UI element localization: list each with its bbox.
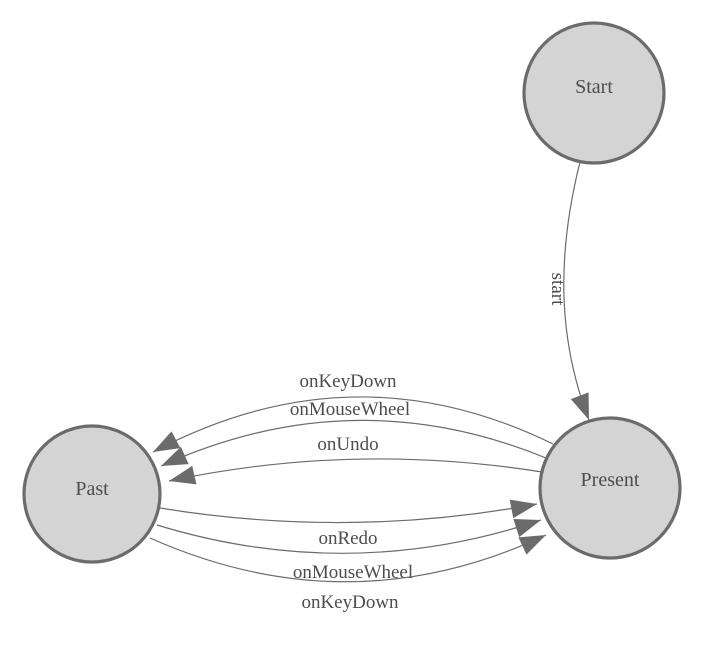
state-circle-present [538,416,682,560]
arrowhead-icon [161,446,189,466]
edge-past-to-present-onredo: onRedo [159,499,538,549]
edge-line-start [563,161,590,421]
edge-line-onundo [168,458,543,482]
edge-line-onkeydown [152,396,554,453]
arrowhead-icon [153,431,181,452]
edge-line-onmousewheel2 [156,519,542,554]
edge-present-to-past-onkeydown: onKeyDown [152,371,554,453]
node-past: Past [22,424,162,564]
node-present: Present [538,416,682,560]
arrowhead-icon [513,518,541,538]
edge-label-onkeydown: onKeyDown [299,371,397,392]
edge-start-to-present: start [547,161,590,421]
node-label-past: Past [75,478,109,500]
edge-line-onredo [159,503,538,524]
edge-line-onmousewheel [160,419,547,467]
edge-line-onkeydown2 [149,534,547,583]
edge-past-to-present-onkeydown: onKeyDown [149,534,547,613]
edge-label-onundo: onUndo [317,434,378,455]
arrowhead-icon [570,392,589,420]
edge-label-start: start [547,273,568,306]
state-circle-past [22,424,162,564]
arrowhead-icon [518,535,546,555]
edge-present-to-past-onundo: onUndo [168,434,543,485]
edge-past-to-present-onmousewheel: onMouseWheel [156,518,542,583]
arrowhead-icon [169,465,197,485]
edge-label-onmousewheel: onMouseWheel [290,399,410,420]
node-label-start: Start [575,76,613,98]
state-circle-start [522,21,666,165]
edge-label-onmousewheel2: onMouseWheel [293,562,413,583]
edge-label-onredo: onRedo [318,528,377,549]
node-start: Start [522,21,666,165]
edge-label-onkeydown2: onKeyDown [301,592,399,613]
node-label-present: Present [581,469,640,491]
edge-present-to-past-onmousewheel: onMouseWheel [160,399,547,467]
arrowhead-icon [509,499,537,519]
